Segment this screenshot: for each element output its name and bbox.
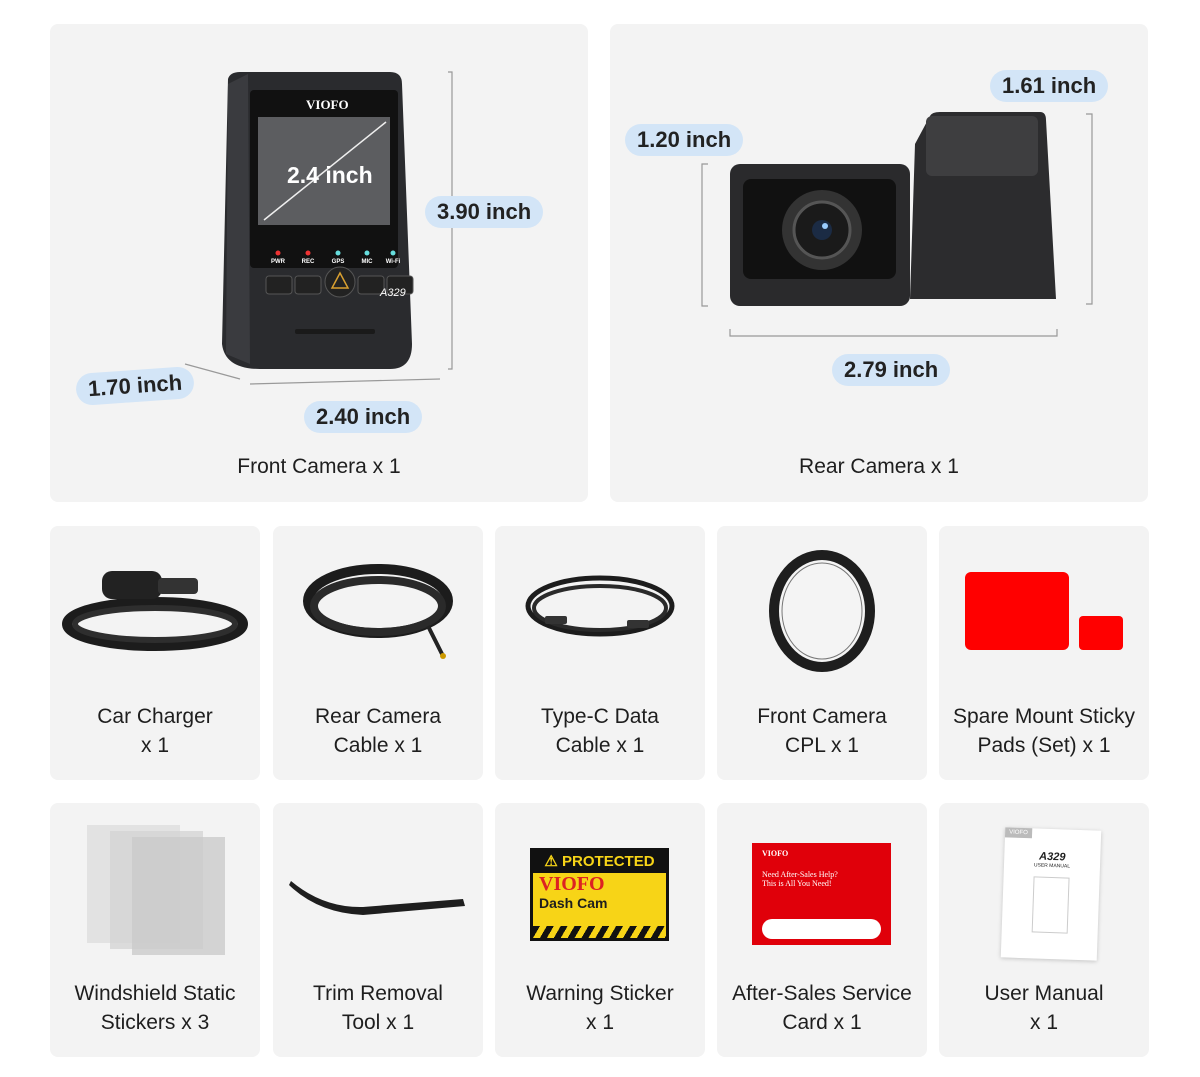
item-label: Windshield Static Stickers x 3 [74, 982, 236, 1034]
item-static-stickers: Windshield Static Stickers x 3 [50, 803, 260, 1057]
width-dimension: 2.79 inch [832, 354, 951, 386]
item-car-charger: Car Charger x 1 [50, 526, 260, 780]
user-manual-icon: VIOFO A329 USER MANUAL [1000, 827, 1102, 961]
item-label: Spare Mount Sticky Pads (Set) x 1 [952, 705, 1136, 757]
item-label: Rear Camera Cable x 1 [314, 705, 442, 757]
front-camera-image [184, 71, 453, 385]
sticker-header: PROTECTED [562, 853, 655, 870]
indicator-pwr: PWR [271, 259, 285, 265]
cable-coil-icon [303, 564, 453, 659]
item-service-card: VIOFO Need After-Sales Help? This is All… [717, 803, 927, 1057]
warning-sticker-icon: ⚠ PROTECTED VIOFO Dash Cam [530, 848, 669, 941]
mount-height-dimension: 1.61 inch [990, 70, 1109, 102]
model-label: A329 [380, 287, 406, 299]
item-label: User Manual x 1 [984, 982, 1104, 1034]
item-rear-camera-cable: Rear Camera Cable x 1 [273, 526, 483, 780]
item-label: Trim Removal Tool x 1 [313, 982, 443, 1034]
service-card-icon: VIOFO Need After-Sales Help? This is All… [752, 843, 891, 945]
manual-brand: VIOFO [1004, 827, 1032, 839]
width-dimension: 2.40 inch [304, 401, 423, 433]
item-label: Front Camera CPL x 1 [757, 705, 887, 757]
indicator-rec: REC [301, 259, 315, 265]
rear-camera-image [701, 112, 1093, 337]
item-sticky-pads: Spare Mount Sticky Pads (Set) x 1 [939, 526, 1149, 780]
card-line2: This is All You Need! [762, 879, 832, 888]
sticker-sub: Dash Cam [539, 895, 608, 911]
static-stickers-icon [87, 825, 225, 955]
brand-logo: VIOFO [306, 97, 349, 112]
cpl-filter-icon [769, 550, 875, 672]
front-height-dimension: 1.20 inch [625, 124, 744, 156]
screen-size-label: 2.4 inch [287, 162, 373, 188]
indicator-wifi: Wi-Fi [385, 259, 401, 265]
indicator-mic: MIC [361, 259, 373, 265]
front-camera-label: Front Camera x 1 [237, 455, 401, 478]
item-type-c-cable: Type-C Data Cable x 1 [495, 526, 705, 780]
height-dimension: 3.90 inch [425, 196, 544, 228]
card-line1: Need After-Sales Help? [762, 870, 838, 879]
item-label: Type-C Data Cable x 1 [541, 705, 659, 757]
item-user-manual: VIOFO A329 USER MANUAL User Manual x 1 [939, 803, 1149, 1057]
rear-camera-card: 1.20 inch 1.61 inch 2.79 inch Rear Camer… [610, 24, 1148, 502]
item-cpl-filter: Front Camera CPL x 1 [717, 526, 927, 780]
item-warning-sticker: ⚠ PROTECTED VIOFO Dash Cam Warning Stick… [495, 803, 705, 1057]
car-charger-icon [62, 571, 248, 651]
rear-camera-label: Rear Camera x 1 [799, 455, 959, 478]
item-label: Warning Sticker x 1 [526, 982, 674, 1034]
card-brand: VIOFO [762, 849, 789, 858]
sticky-pads-icon [965, 572, 1123, 650]
sticker-brand: VIOFO [539, 873, 605, 895]
indicator-gps: GPS [331, 259, 345, 265]
item-trim-tool: Trim Removal Tool x 1 [273, 803, 483, 1057]
usb-c-cable-icon [525, 575, 675, 637]
front-camera-card: PWR REC GPS MIC Wi-Fi VIOFO 2.4 inch A32… [50, 24, 588, 502]
item-label: After-Sales Service Card x 1 [732, 982, 912, 1034]
item-label: Car Charger x 1 [97, 705, 213, 757]
trim-tool-icon [289, 881, 465, 915]
